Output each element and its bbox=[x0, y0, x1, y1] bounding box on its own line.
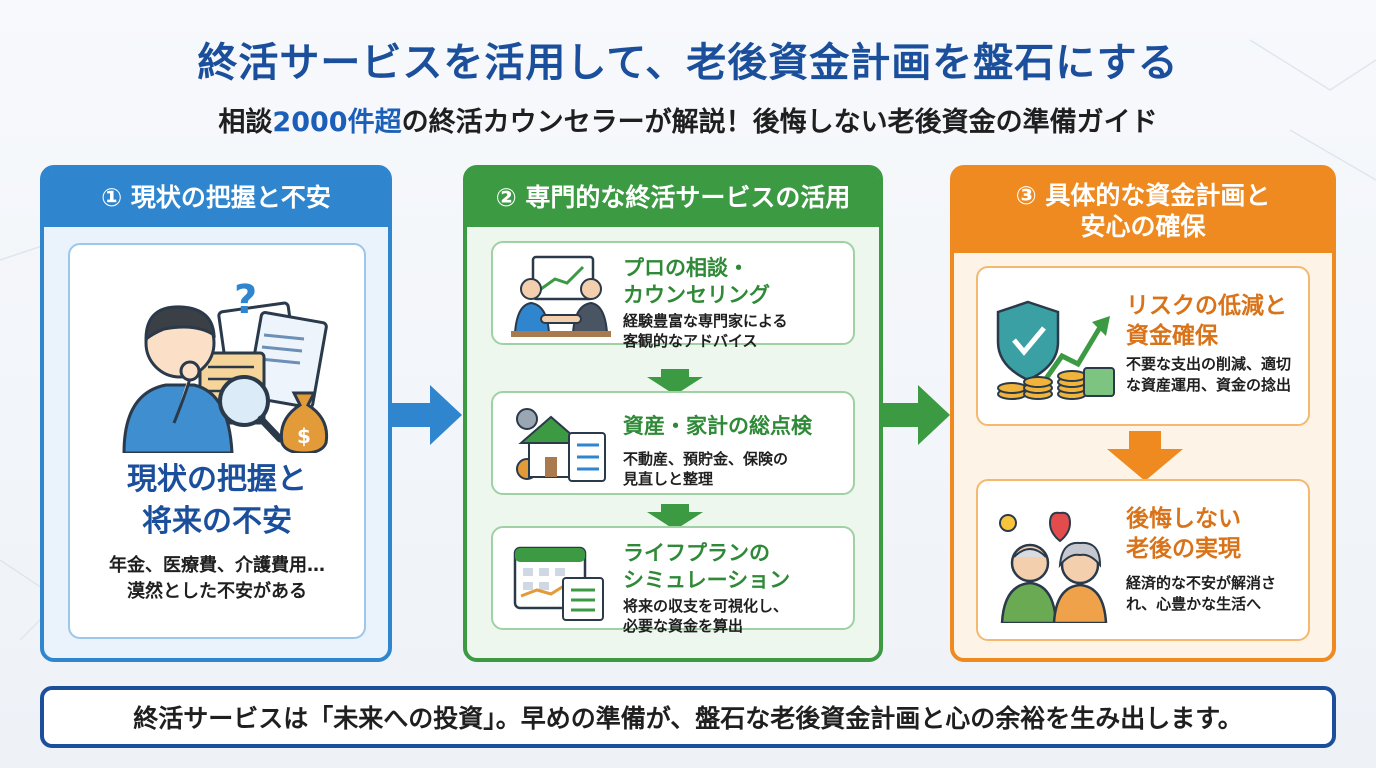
step2-card2-title-line1: 資産・家計の総点検 bbox=[623, 414, 812, 438]
shield-growth-coins-icon bbox=[996, 300, 1115, 400]
svg-text:$: $ bbox=[297, 424, 311, 448]
page-subtitle: 相談2000件超の終活カウンセラーが解説！後悔しない老後資金の準備ガイド bbox=[0, 100, 1376, 139]
step1-desc: 年金、医療費、介護費用… 漠然とした不安がある bbox=[70, 553, 364, 605]
subtitle-suffix: の終活カウンセラーが解説！後悔しない老後資金の準備ガイド bbox=[401, 107, 1158, 138]
step3-card-future: 後悔しない 老後の実現 経済的な不安が解消さ れ、心豊かな生活へ bbox=[976, 479, 1310, 641]
step1-panel: ① 現状の把握と不安 ? bbox=[40, 165, 392, 662]
step3-card-risk: リスクの低減と 資金確保 不要な支出の削減、適切 な資産運用、資金の捻出 bbox=[976, 266, 1310, 426]
step1-title: 現状の把握と 将来の不安 bbox=[70, 459, 364, 543]
step2-card3-title-line1: ライフプランの bbox=[623, 541, 770, 565]
subtitle-highlight: 2000件超 bbox=[272, 107, 402, 138]
step2-card3-title: ライフプランの シミュレーション bbox=[623, 540, 790, 595]
step2-card-simulation: ライフプランの シミュレーション 将来の収支を可視化し、 必要な資金を算出 bbox=[491, 526, 855, 635]
step2-card1-desc: 経験豊富な専門家による 客観的なアドバイス bbox=[623, 311, 788, 352]
step2-header: ② 専門的な終活サービスの活用 bbox=[467, 169, 879, 227]
step3-card1-desc: 不要な支出の削減、適切 な資産運用、資金の捻出 bbox=[1126, 354, 1291, 396]
arrow-down-icon bbox=[1107, 431, 1183, 481]
step2-card1-desc-line1: 経験豊富な専門家による bbox=[623, 312, 788, 330]
step3-card2-desc-line1: 経済的な不安が解消さ bbox=[1126, 574, 1277, 592]
step2-card2-desc-line1: 不動産、預貯金、保険の bbox=[623, 450, 789, 468]
magnifier-icon bbox=[218, 375, 284, 443]
step2-card3-desc-line1: 将来の収支を可視化し、 bbox=[623, 597, 789, 615]
step2-card1-desc-line2: 客観的なアドバイス bbox=[623, 332, 758, 351]
step3-card1-title: リスクの低減と 資金確保 bbox=[1126, 292, 1287, 352]
thinking-person-icon: ? $ bbox=[122, 277, 329, 453]
question-mark-icon: ? bbox=[234, 277, 257, 323]
step3-card2-title-line2: 老後の実現 bbox=[1126, 535, 1241, 562]
step2-card3-desc: 将来の収支を可視化し、 必要な資金を算出 bbox=[623, 596, 788, 637]
step1-header: ① 現状の把握と不安 bbox=[44, 169, 388, 227]
step3-card2-desc-line2: れ、心豊かな生活へ bbox=[1126, 595, 1262, 613]
house-checklist-icon bbox=[516, 408, 606, 482]
step3-card1-desc-line2: な資産運用、資金の捻出 bbox=[1126, 376, 1292, 394]
consultation-handshake-icon bbox=[511, 255, 611, 337]
step1-desc-line2: 漠然とした不安がある bbox=[127, 581, 307, 603]
step2-card-consultation: プロの相談・ カウンセリング 経験豊富な専門家による 客観的なアドバイス bbox=[491, 241, 855, 350]
step3-header: ③ 具体的な資金計画と 安心の確保 bbox=[954, 169, 1332, 253]
step1-card: ? $ 現状の把握と 将来の不安 年金、医療費、介護費用… 漠然とした不安がある bbox=[68, 243, 366, 639]
step2-card2-title: 資産・家計の総点検 bbox=[623, 413, 812, 440]
bottom-message: 終活サービスは「未来への投資」。早めの準備が、盤石な老後資金計画と心の余裕を生み… bbox=[40, 686, 1336, 748]
arrow-right-icon bbox=[392, 385, 462, 445]
step3-header-line2: 安心の確保 bbox=[1080, 212, 1206, 241]
step3-card1-desc-line1: 不要な支出の削減、適切 bbox=[1126, 355, 1292, 373]
step3-card1-title-line1: リスクの低減と bbox=[1126, 293, 1287, 319]
step3-header-line1: ③ 具体的な資金計画と bbox=[1015, 180, 1271, 210]
step2-card-review: 資産・家計の総点検 不動産、預貯金、保険の 見直しと整理 bbox=[491, 391, 855, 495]
step2-panel: ② 専門的な終活サービスの活用 プロの相談・ カウンセリング 経験豊富な専門家に… bbox=[463, 165, 883, 662]
step2-card3-desc-line2: 必要な資金を算出 bbox=[623, 617, 744, 636]
step2-card3-title-line2: シミュレーション bbox=[623, 568, 791, 593]
step3-card2-title-line1: 後悔しない bbox=[1126, 506, 1241, 532]
step2-card2-desc-line2: 見直しと整理 bbox=[623, 470, 714, 489]
arrow-right-icon bbox=[882, 385, 950, 445]
step1-desc-line1: 年金、医療費、介護費用… bbox=[109, 555, 325, 576]
step1-title-line1: 現状の把握と bbox=[127, 462, 307, 497]
calendar-plan-icon bbox=[513, 546, 604, 621]
page-title: 終活サービスを活用して、老後資金計画を盤石にする bbox=[197, 40, 1179, 86]
subtitle-prefix: 相談 bbox=[218, 107, 273, 138]
step2-card1-title-line2: カウンセリング bbox=[623, 283, 770, 308]
step3-panel: ③ 具体的な資金計画と 安心の確保 リスクの低減と 資金確保 不要な支出の削減、… bbox=[950, 165, 1336, 662]
step3-card2-title: 後悔しない 老後の実現 bbox=[1126, 505, 1241, 565]
documents-icon bbox=[198, 301, 328, 425]
step2-card1-title: プロの相談・ カウンセリング bbox=[623, 255, 770, 310]
step2-card2-desc: 不動産、預貯金、保険の 見直しと整理 bbox=[623, 449, 788, 490]
step2-card1-title-line1: プロの相談・ bbox=[623, 256, 749, 280]
step3-card2-desc: 経済的な不安が解消さ れ、心豊かな生活へ bbox=[1126, 573, 1276, 615]
arrow-down-icon bbox=[647, 504, 703, 530]
step3-card1-title-line2: 資金確保 bbox=[1126, 322, 1218, 349]
step1-title-line2: 将来の不安 bbox=[142, 504, 292, 539]
happy-elderly-couple-icon bbox=[999, 511, 1108, 623]
arrow-down-icon bbox=[647, 369, 703, 395]
